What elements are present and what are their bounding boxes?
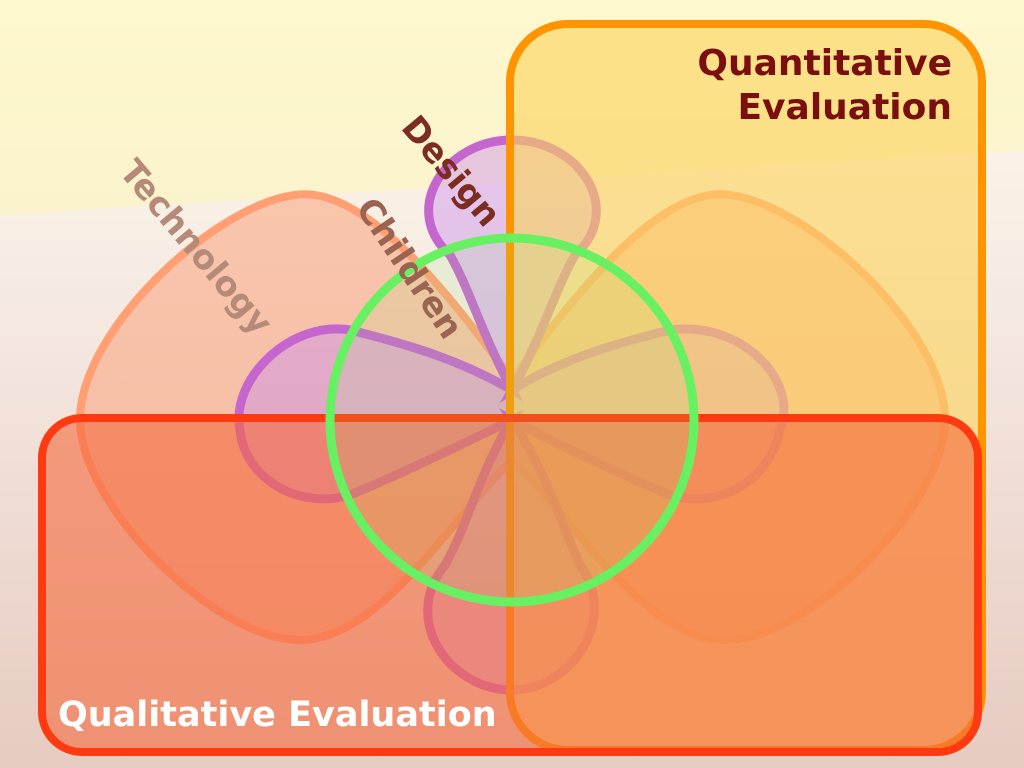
qualitative-evaluation-title: Qualitative Evaluation <box>58 695 497 735</box>
qualitative-evaluation-region <box>38 414 982 756</box>
quantitative-title-line-2: Evaluation <box>737 87 952 128</box>
quantitative-title-line-1: Quantitative <box>697 43 952 84</box>
children-circle <box>325 233 699 607</box>
quantitative-evaluation-title: Quantitative Evaluation <box>697 42 952 130</box>
